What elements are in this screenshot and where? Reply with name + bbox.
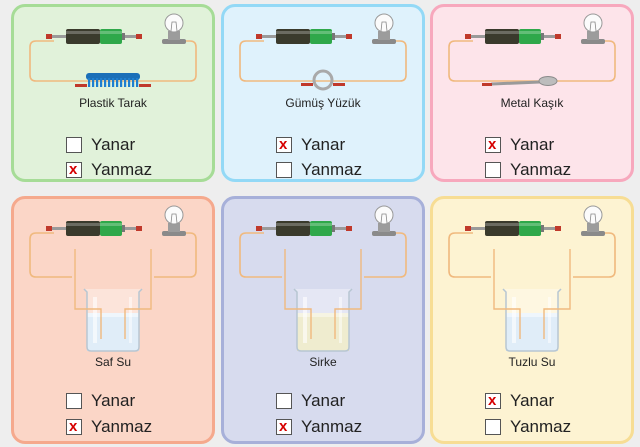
- light-bulb-icon: [581, 205, 605, 236]
- option-label: Yanar: [301, 135, 346, 154]
- light-bulb-icon: [162, 13, 186, 44]
- checkbox[interactable]: x: [66, 161, 82, 178]
- battery-icon: [465, 221, 561, 236]
- circuit-diagram: [29, 13, 197, 87]
- material-label: Plastik Tarak: [79, 96, 147, 110]
- metal-spoon-icon: [482, 76, 558, 86]
- x-mark-icon: x: [488, 136, 497, 153]
- circuit-wire: [448, 40, 616, 82]
- option-yanmaz[interactable]: x Yanmaz: [276, 417, 362, 437]
- option-yanar[interactable]: x Yanar: [485, 391, 554, 411]
- option-yanar[interactable]: Yanar: [66, 135, 135, 155]
- silver-ring-icon: [301, 69, 345, 91]
- material-label: Saf Su: [94, 355, 132, 369]
- option-label: Yanmaz: [91, 417, 153, 436]
- water-beaker-icon: [493, 249, 571, 352]
- circuit-diagram: [239, 205, 407, 352]
- x-mark-icon: x: [488, 392, 497, 409]
- x-mark-icon: x: [69, 418, 78, 435]
- battery-icon: [256, 29, 352, 44]
- material-label: Tuzlu Su: [508, 355, 556, 369]
- checkbox[interactable]: [66, 137, 82, 153]
- checkbox[interactable]: x: [485, 392, 501, 409]
- checkbox[interactable]: x: [485, 136, 501, 153]
- option-label: Yanar: [91, 135, 136, 154]
- option-yanar[interactable]: x Yanar: [485, 135, 554, 155]
- option-yanar[interactable]: Yanar: [276, 391, 345, 411]
- option-yanmaz[interactable]: x Yanmaz: [66, 160, 152, 180]
- circuit-wire: [448, 232, 616, 278]
- option-yanar[interactable]: x Yanar: [276, 135, 345, 155]
- option-label: Yanmaz: [510, 160, 572, 179]
- x-mark-icon: x: [279, 136, 288, 153]
- light-bulb-icon: [581, 13, 605, 44]
- circuit-diagram: [29, 205, 197, 352]
- option-label: Yanmaz: [510, 417, 572, 436]
- circuit-wire: [29, 232, 197, 278]
- plastic-comb-icon: [75, 73, 151, 87]
- vinegar-beaker-icon: [284, 249, 362, 352]
- option-label: Yanar: [510, 391, 555, 410]
- option-yanar[interactable]: Yanar: [66, 391, 135, 411]
- checkbox[interactable]: [485, 162, 501, 178]
- option-label: Yanmaz: [301, 417, 363, 436]
- checkbox[interactable]: x: [276, 136, 292, 153]
- checkbox[interactable]: [276, 393, 292, 409]
- circuit-wire: [239, 232, 407, 278]
- material-label: Metal Kaşık: [500, 96, 564, 110]
- option-label: Yanar: [301, 391, 346, 410]
- circuit-diagram: [448, 205, 616, 352]
- option-yanmaz[interactable]: Yanmaz: [276, 160, 362, 180]
- option-label: Yanar: [91, 391, 136, 410]
- checkbox[interactable]: [485, 419, 501, 435]
- water-beaker-icon: [74, 249, 152, 352]
- checkbox[interactable]: x: [276, 418, 292, 435]
- battery-icon: [256, 221, 352, 236]
- checkbox[interactable]: [276, 162, 292, 178]
- material-label: Gümüş Yüzük: [285, 96, 361, 110]
- circuit-wire: [239, 40, 407, 82]
- light-bulb-icon: [372, 205, 396, 236]
- option-yanmaz[interactable]: Yanmaz: [485, 417, 571, 437]
- option-label: Yanar: [510, 135, 555, 154]
- x-mark-icon: x: [279, 418, 288, 435]
- option-yanmaz[interactable]: x Yanmaz: [66, 417, 152, 437]
- x-mark-icon: x: [69, 161, 78, 178]
- battery-icon: [465, 29, 561, 44]
- battery-icon: [46, 29, 142, 44]
- option-yanmaz[interactable]: Yanmaz: [485, 160, 571, 180]
- option-label: Yanmaz: [91, 160, 153, 179]
- battery-icon: [46, 221, 142, 236]
- circuit-diagram: [448, 13, 616, 86]
- light-bulb-icon: [162, 205, 186, 236]
- checkbox[interactable]: x: [66, 418, 82, 435]
- option-label: Yanmaz: [301, 160, 363, 179]
- material-label: Sirke: [309, 355, 337, 369]
- checkbox[interactable]: [66, 393, 82, 409]
- light-bulb-icon: [372, 13, 396, 44]
- circuit-diagram: [239, 13, 407, 91]
